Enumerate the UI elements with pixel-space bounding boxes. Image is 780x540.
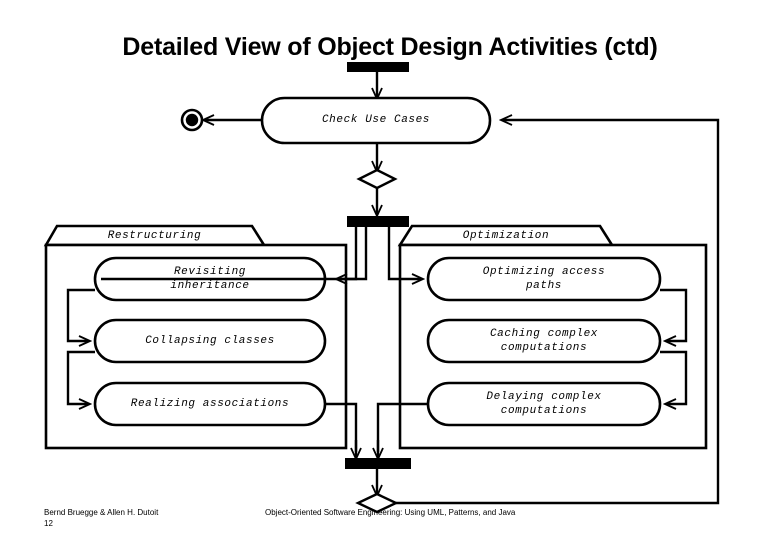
page-title: Detailed View of Object Design Activitie… — [122, 33, 658, 61]
flow-outer-feedback-loop — [396, 120, 720, 505]
footer-page-number: 12 — [44, 519, 53, 528]
final-state-dot — [185, 113, 199, 127]
footer-book-title: Object-Oriented Software Engineering: Us… — [265, 508, 516, 517]
activity-collapsing-classes[interactable] — [93, 318, 327, 364]
flow-realizing-to-join-run — [325, 402, 358, 452]
flow-collapsing-to-realizing — [66, 350, 95, 404]
flow-caching-to-delaying — [660, 350, 688, 404]
flow-midfork-to-optimizing — [387, 227, 422, 279]
footer-authors: Bernd Bruegge & Allen H. Dutoit — [44, 508, 159, 517]
activity-realizing-associations[interactable] — [93, 381, 327, 427]
top-decision-diamond — [356, 168, 398, 190]
flow-optimizing-to-caching — [660, 288, 688, 341]
activity-check-use-cases[interactable] — [260, 96, 492, 145]
flow-delaying-to-join-run — [376, 402, 428, 452]
bottom-join-bar — [345, 458, 411, 469]
activity-caching-complex-computations[interactable] — [426, 318, 662, 364]
activity-delaying-complex-computations[interactable] — [426, 381, 662, 427]
activity-optimizing-access-paths[interactable] — [426, 256, 662, 302]
flow-midfork-to-revisiting — [337, 227, 368, 279]
bottom-decision-diamond — [355, 492, 399, 514]
flow-revisiting-to-collapsing — [66, 288, 95, 341]
package-label-restructuring: Restructuring — [107, 230, 202, 242]
package-label-optimization: Optimization — [462, 230, 550, 242]
mid-fork-bar — [347, 216, 409, 227]
top-fork-bar — [347, 62, 409, 72]
